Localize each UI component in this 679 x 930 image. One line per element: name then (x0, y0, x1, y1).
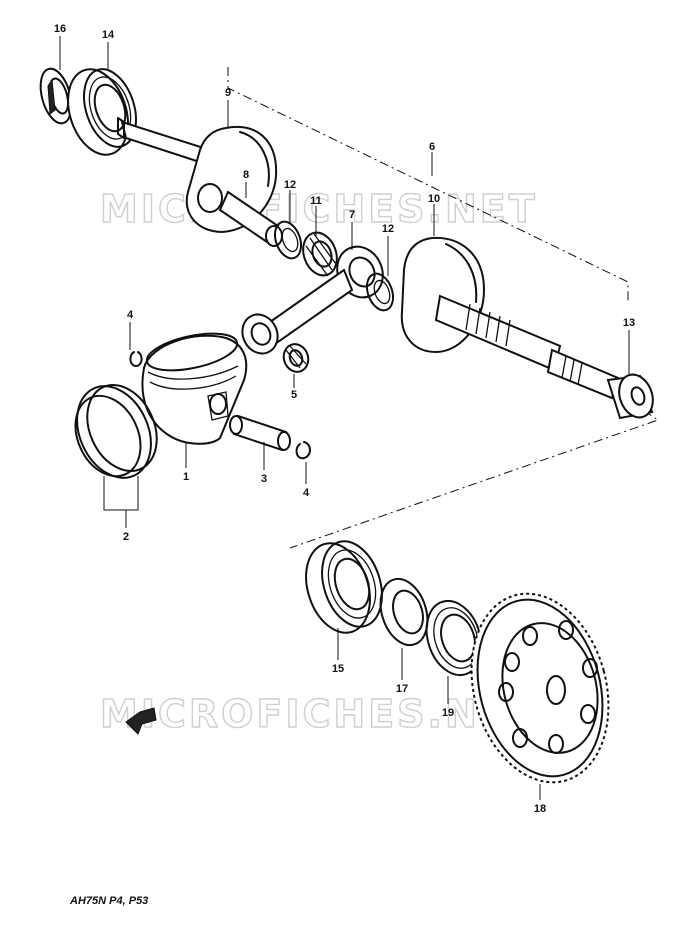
part-label-10: 10 (428, 193, 440, 205)
part-label-6: 6 (429, 141, 435, 153)
part-label-12-left: 12 (284, 179, 296, 191)
circlip-4-upper (129, 351, 143, 367)
part-label-7: 7 (349, 209, 355, 221)
oil-seal-17 (379, 577, 429, 647)
bearing-14 (67, 68, 137, 156)
crank-web-9 (117, 117, 278, 234)
part-label-4-upper: 4 (127, 309, 134, 321)
crank-web-10 (400, 236, 620, 400)
part-label-11: 11 (310, 195, 322, 207)
connecting-rod-7 (241, 245, 384, 355)
part-label-14: 14 (102, 29, 115, 41)
needle-bearing-11 (302, 231, 338, 277)
part-label-15: 15 (332, 663, 344, 675)
sprocket-18 (470, 592, 610, 784)
leader-lines (59, 36, 630, 800)
small-end-bearing-5 (282, 343, 310, 373)
part-label-12-right: 12 (382, 223, 394, 235)
thrust-washer-12-right (365, 272, 395, 312)
part-label-13: 13 (623, 317, 635, 329)
part-label-3: 3 (261, 473, 267, 485)
crankshaft-assembly-bracket (227, 67, 660, 549)
part-label-1: 1 (183, 471, 189, 483)
part-label-2: 2 (123, 531, 129, 543)
spacer-13 (606, 373, 654, 420)
piston-pin-3 (229, 414, 291, 452)
watermark-bottom: MICROFICHES.NET (100, 692, 538, 736)
thrust-washer-12-left (273, 220, 303, 260)
part-label-18: 18 (534, 803, 546, 815)
front-arrow-icon (125, 707, 157, 735)
circlip-4-lower (295, 441, 311, 460)
watermark-top: MICROFICHES.NET (100, 187, 538, 231)
piston-rings-2 (74, 384, 158, 479)
part-label-9: 9 (225, 87, 231, 99)
part-label-8: 8 (243, 169, 249, 181)
part-label-4-lower: 4 (303, 487, 310, 499)
part-label-19: 19 (442, 707, 454, 719)
model-code: AH75N P4, P53 (69, 895, 148, 907)
part-label-17: 17 (396, 683, 408, 695)
part-label-5: 5 (291, 389, 297, 401)
part-label-16: 16 (54, 23, 66, 35)
bearing-15 (305, 540, 383, 634)
